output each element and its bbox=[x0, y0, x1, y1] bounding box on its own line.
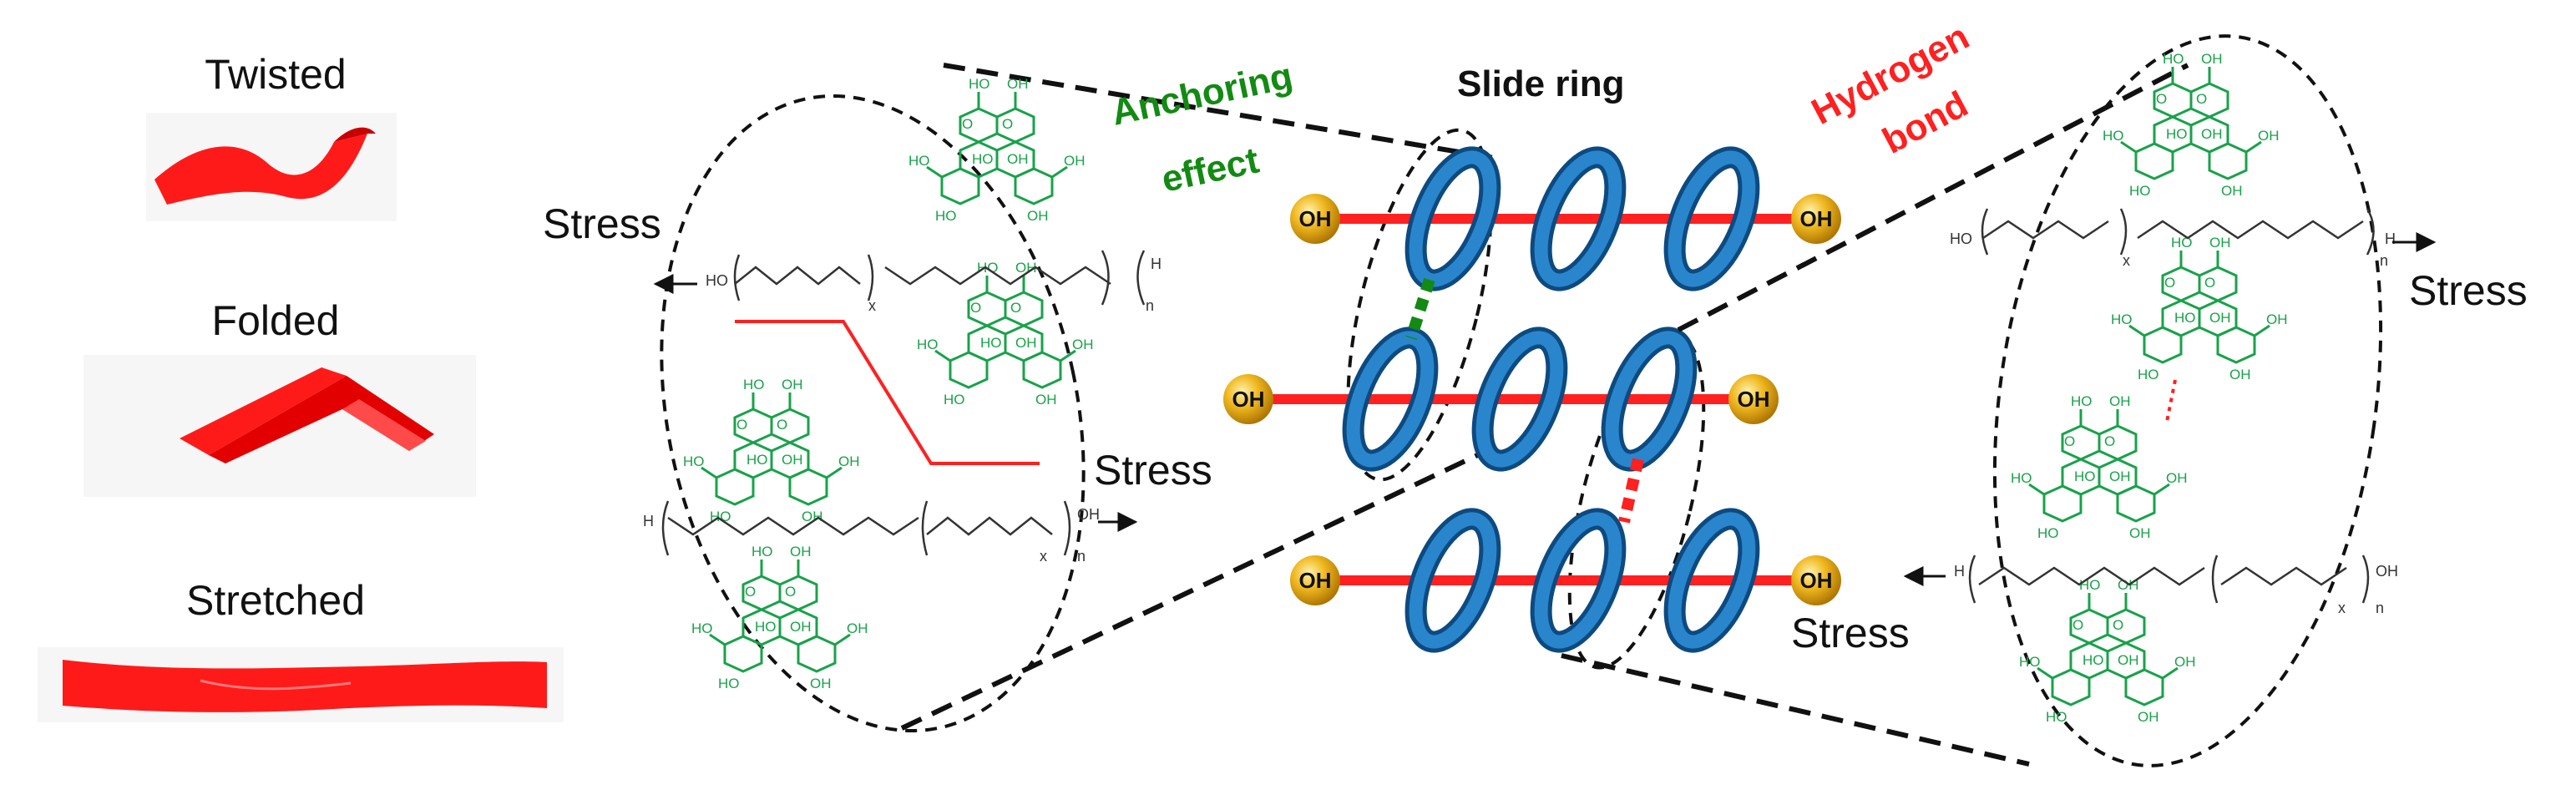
right-lower-sub-x: x bbox=[2338, 600, 2346, 616]
right-lower-chain: H x n OH bbox=[1954, 554, 2398, 616]
right-upper-h: H bbox=[2385, 230, 2396, 247]
stress-label-right-lower: Stress bbox=[1791, 610, 1910, 656]
left-upper-sub-n: n bbox=[1146, 297, 1154, 314]
left-lower-cd-structure-2 bbox=[690, 542, 869, 693]
left-upper-h: H bbox=[1151, 256, 1161, 272]
anchoring-effect-label-line2: effect bbox=[1158, 139, 1263, 200]
left-upper-sub-x: x bbox=[868, 297, 876, 314]
left-lower-h: H bbox=[643, 513, 654, 529]
ring-top-2 bbox=[1530, 146, 1627, 291]
cap-oh-top-right: OH bbox=[1800, 206, 1833, 231]
right-lower-h: H bbox=[1954, 563, 1965, 580]
slide-ring-label: Slide ring bbox=[1457, 63, 1624, 104]
slip-path-line bbox=[735, 320, 1040, 465]
right-zoom-ellipse bbox=[1992, 34, 2383, 767]
right-upper-cd-structure-2 bbox=[2109, 233, 2289, 384]
ring-top-1 bbox=[1404, 146, 1501, 291]
anchoring-group-outline bbox=[1346, 128, 1493, 482]
anchoring-effect-label-line1: Anchoring bbox=[1108, 55, 1296, 134]
right-upper-sub-n: n bbox=[2380, 252, 2388, 269]
stress-label-left-upper: Stress bbox=[543, 200, 661, 247]
right-lower-sub-n: n bbox=[2376, 600, 2384, 616]
cap-oh-bot-left: OH bbox=[1299, 568, 1332, 593]
left-lower-chain: H x n OH bbox=[643, 500, 1100, 565]
left-lower-oh: OH bbox=[1077, 506, 1100, 523]
stress-label-left-lower: Stress bbox=[1094, 447, 1212, 494]
ring-bot-1 bbox=[1404, 508, 1501, 653]
right-upper-ho: HO bbox=[1950, 230, 1972, 247]
hydrogen-bond-link bbox=[1618, 458, 1644, 524]
ring-top-3 bbox=[1663, 146, 1760, 291]
right-upper-cd-structure bbox=[2101, 49, 2280, 200]
cap-oh-mid-right: OH bbox=[1738, 387, 1770, 412]
stretched-label: Stretched bbox=[185, 577, 365, 624]
right-lower-oh: OH bbox=[2376, 563, 2398, 580]
anchoring-bond bbox=[1405, 277, 1435, 341]
stress-label-right-upper: Stress bbox=[2409, 267, 2528, 314]
twisted-label: Twisted bbox=[205, 51, 347, 98]
left-lower-sub-n: n bbox=[1077, 548, 1086, 565]
right-zoom-connector-bottom bbox=[1561, 653, 2030, 767]
right-zoom-connector-top bbox=[1677, 63, 2189, 332]
left-lower-cd-structure bbox=[681, 375, 861, 526]
left-zoom-connector-bottom bbox=[900, 448, 1488, 731]
ring-bot-2 bbox=[1530, 508, 1627, 653]
ring-mid-3 bbox=[1601, 327, 1698, 472]
right-hydrogen-bond-dots bbox=[2165, 379, 2177, 423]
left-zoom-ellipse bbox=[660, 94, 1086, 733]
ring-mid-2 bbox=[1471, 327, 1568, 472]
right-lower-cd-structure bbox=[2009, 392, 2189, 543]
folded-sample-photo bbox=[84, 355, 476, 497]
rings bbox=[1342, 146, 1760, 653]
right-lower-cd-structure-2 bbox=[2017, 575, 2197, 727]
left-upper-chain: HO x n H bbox=[706, 250, 1161, 314]
left-lower-sub-x: x bbox=[1040, 548, 1047, 565]
folded-label: Folded bbox=[211, 297, 340, 344]
left-upper-ho: HO bbox=[706, 272, 728, 289]
left-zoom-connector-top bbox=[943, 63, 1500, 161]
cap-oh-bot-right: OH bbox=[1800, 568, 1833, 593]
stretched-sample-photo bbox=[38, 647, 564, 722]
ring-bot-3 bbox=[1663, 508, 1760, 653]
left-upper-cd-structure-2 bbox=[915, 258, 1095, 409]
cap-oh-mid-left: OH bbox=[1232, 387, 1265, 412]
end-caps: OH OH OH OH OH OH bbox=[1223, 194, 1841, 605]
cap-oh-top-left: OH bbox=[1299, 206, 1332, 231]
twisted-sample-photo bbox=[146, 113, 397, 221]
right-upper-sub-x: x bbox=[2123, 252, 2130, 269]
left-upper-cd-structure bbox=[907, 74, 1086, 225]
